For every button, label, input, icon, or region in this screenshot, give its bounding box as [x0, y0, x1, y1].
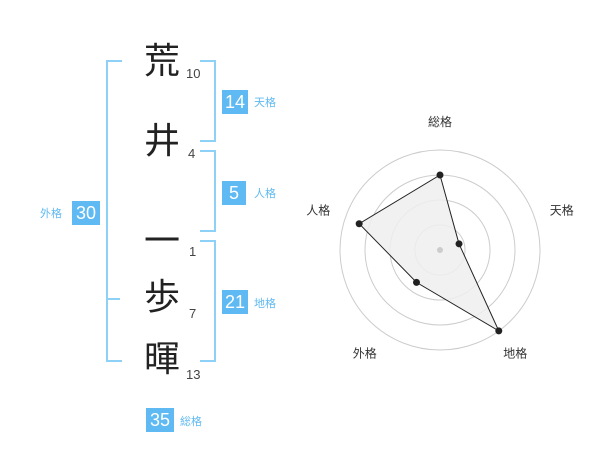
jinkaku-bracket	[200, 150, 216, 232]
gaikaku-label: 外格	[40, 207, 62, 220]
name-char-2: 井	[143, 121, 180, 162]
stroke-count-3: 1	[189, 244, 197, 259]
stroke-count-4: 7	[189, 306, 197, 321]
soukaku-label: 総格	[180, 415, 202, 428]
radar-axis-label-5: 人格	[306, 202, 330, 217]
gaikaku-value: 30	[72, 201, 100, 225]
name-char-4: 歩	[143, 277, 180, 318]
gaikaku-bracket	[106, 60, 122, 362]
chikaku-label: 地格	[254, 297, 276, 310]
name-char-5: 暉	[143, 339, 180, 380]
chikaku-value: 21	[222, 290, 248, 314]
radar-axis-label-1: 総格	[428, 114, 452, 129]
tenkaku-bracket	[200, 60, 216, 142]
radar-series	[358, 174, 500, 333]
jinkaku-label: 人格	[254, 187, 276, 200]
radar-point-4	[412, 278, 420, 286]
jinkaku-value: 5	[222, 181, 246, 205]
tenkaku-label: 天格	[254, 96, 276, 109]
radar-center-dot	[437, 247, 443, 253]
name-char-3: 一	[143, 221, 180, 262]
radar-axis-label-3: 地格	[503, 346, 527, 361]
radar-axis-label-4: 外格	[353, 346, 377, 361]
radar-points	[355, 171, 503, 335]
stroke-count-5: 13	[186, 367, 201, 382]
name-char-1: 荒	[143, 41, 180, 82]
radar-point-5	[355, 220, 363, 228]
radar-point-3	[495, 327, 503, 335]
stroke-count-1: 10	[186, 66, 201, 81]
radar-ring-4	[339, 149, 541, 351]
chikaku-bracket	[200, 240, 216, 362]
radar-point-1	[436, 171, 444, 179]
gaikaku-bracket-tick	[106, 298, 120, 300]
radar-axis-label-2: 天格	[550, 202, 574, 217]
stroke-count-2: 4	[188, 146, 196, 161]
tenkaku-value: 14	[222, 90, 248, 114]
radar-point-2	[455, 240, 463, 248]
soukaku-value: 35	[146, 408, 174, 432]
